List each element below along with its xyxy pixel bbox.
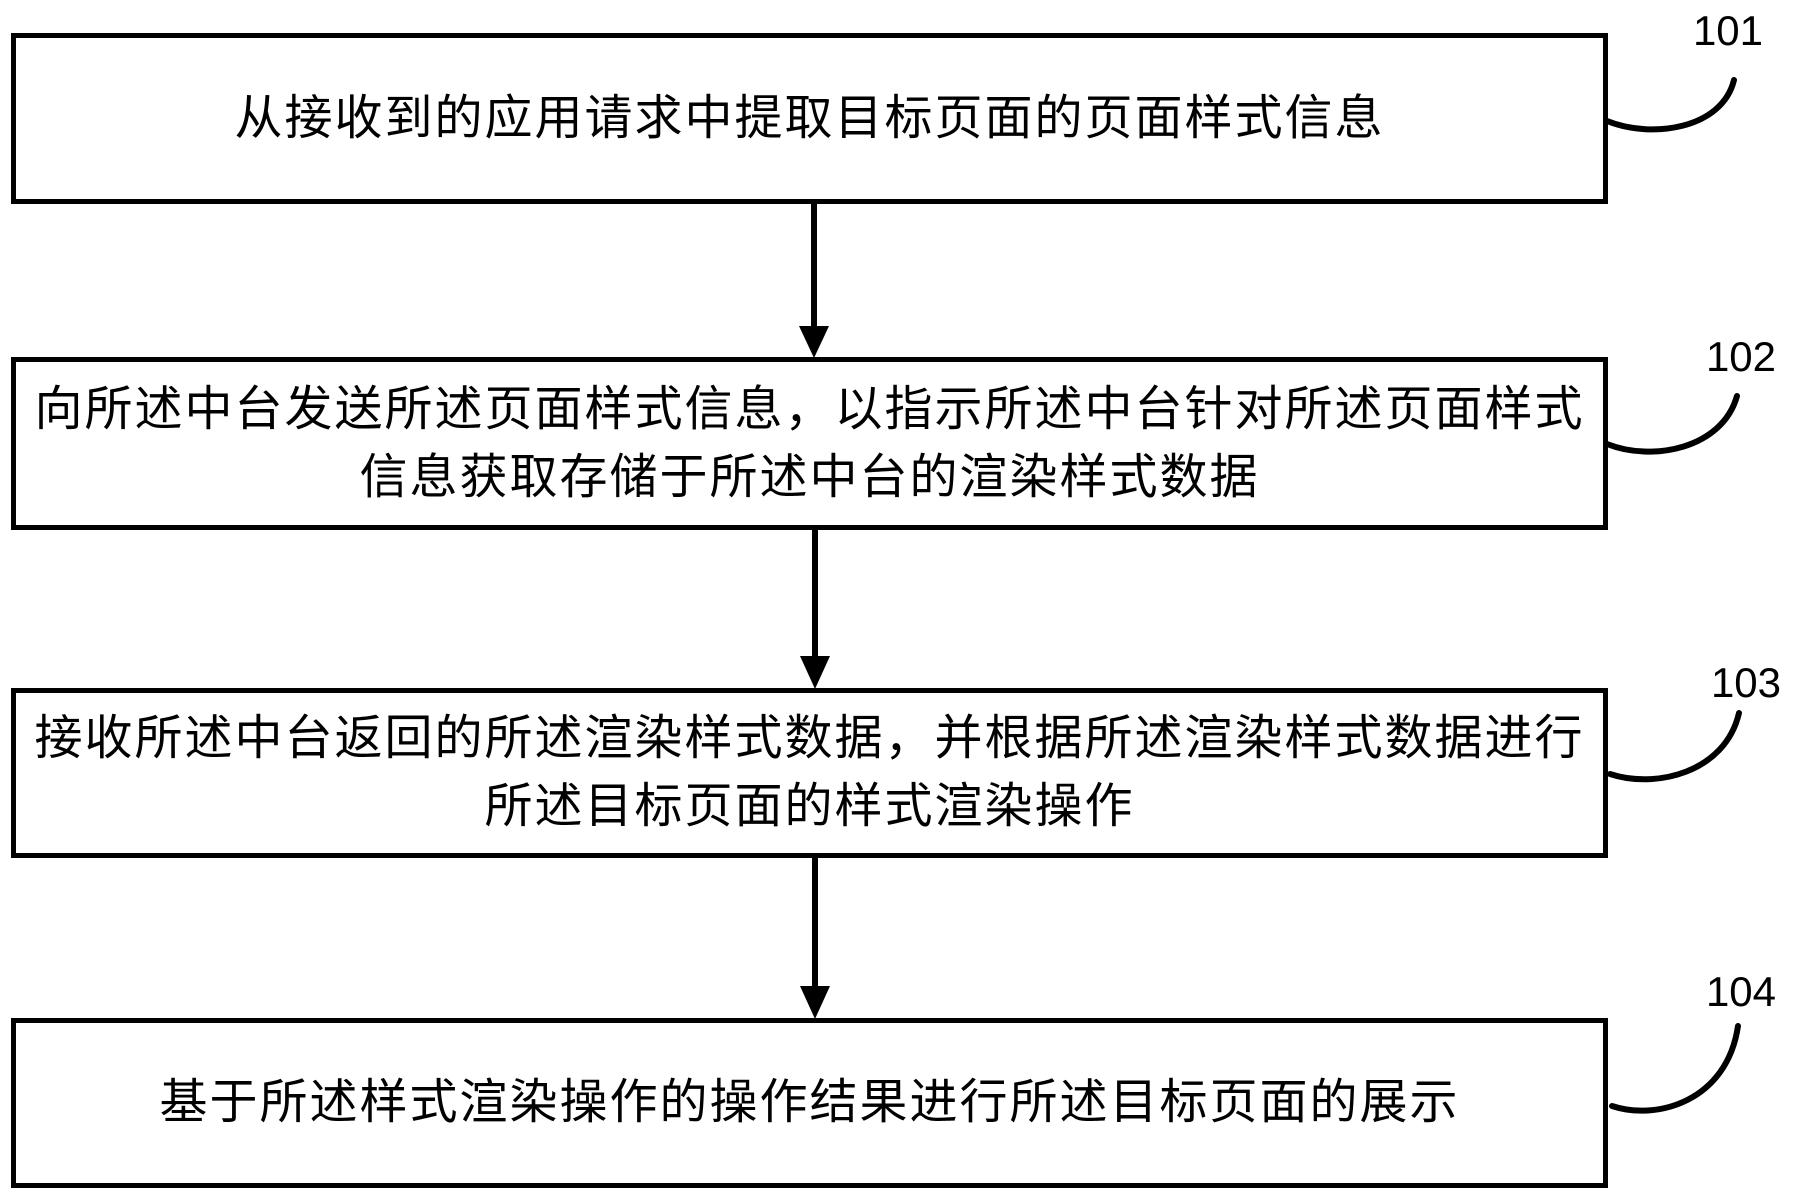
ref-label-101: 101: [1692, 7, 1764, 54]
ref-label-103: 103: [1710, 659, 1782, 706]
ref-leader-104-icon: [1609, 1023, 1741, 1114]
step-text: 从接收到的应用请求中提取目标页面的页面样式信息: [234, 91, 1385, 145]
step-box-102: 向所述中台发送所述页面样式信息，以指示所述中台针对所述页面样式 信息获取存储于所…: [11, 357, 1608, 530]
step-text: 信息获取存储于所述中台的渲染样式数据: [359, 450, 1260, 504]
step-text: 接收所述中台返回的所述渲染样式数据，并根据所述渲染样式数据进行: [34, 712, 1585, 765]
ref-leader-101-icon: [1604, 77, 1737, 133]
step-box-101: 从接收到的应用请求中提取目标页面的页面样式信息: [11, 33, 1608, 204]
ref-leader-103-icon: [1607, 710, 1742, 783]
step-text: 基于所述样式渲染操作的操作结果进行所述目标页面的展示: [159, 1076, 1460, 1129]
step-box-103: 接收所述中台返回的所述渲染样式数据，并根据所述渲染样式数据进行 所述目标页面的样…: [11, 688, 1608, 858]
ref-label-104: 104: [1705, 968, 1777, 1015]
ref-leader-102-icon: [1604, 393, 1740, 455]
down-arrow-icon: [800, 529, 830, 689]
step-text: 所述目标页面的样式渲染操作: [484, 780, 1135, 833]
down-arrow-icon: [800, 857, 830, 1019]
step-text: 向所述中台发送所述页面样式信息，以指示所述中台针对所述页面样式: [34, 382, 1585, 436]
step-box-104: 基于所述样式渲染操作的操作结果进行所述目标页面的展示: [11, 1018, 1608, 1188]
ref-label-102: 102: [1705, 333, 1777, 380]
down-arrow-icon: [799, 203, 829, 358]
